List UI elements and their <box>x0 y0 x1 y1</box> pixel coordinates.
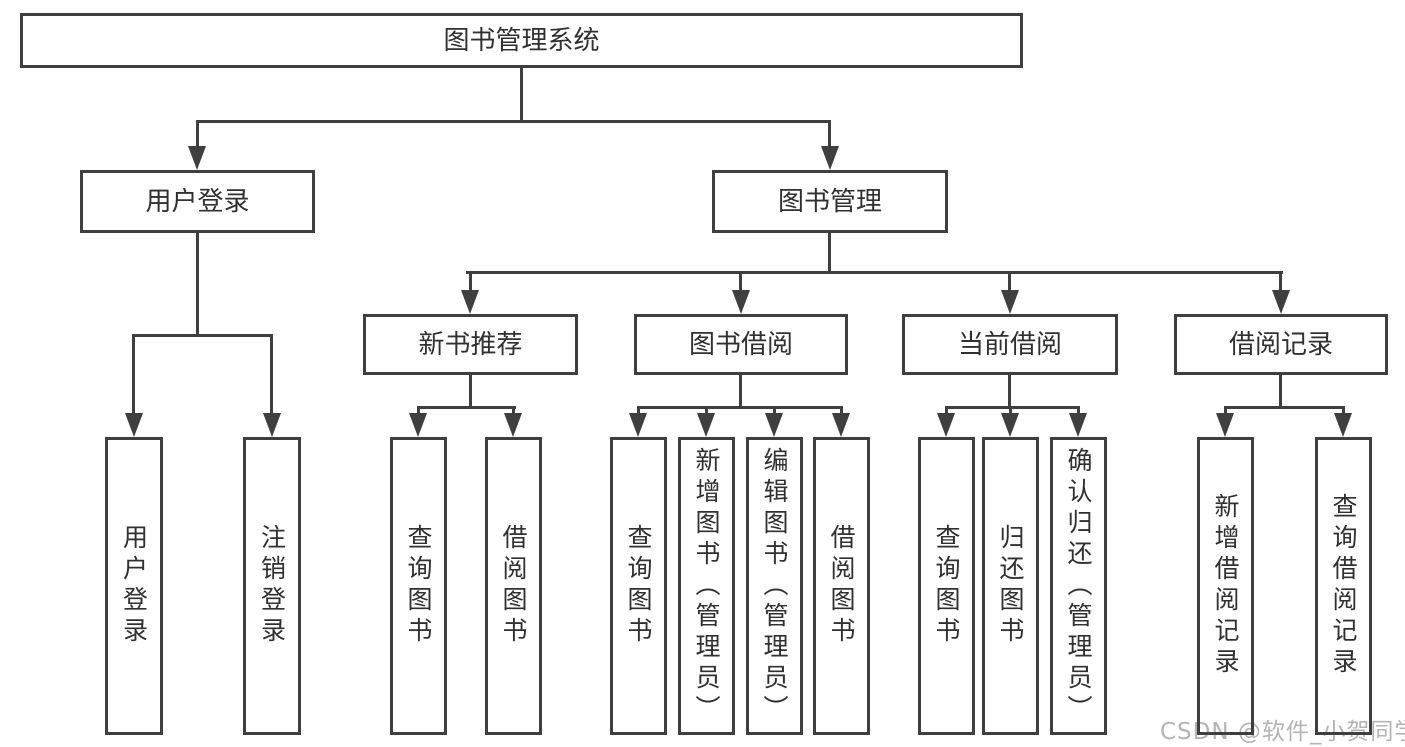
connector-recommendation-stem <box>469 373 472 409</box>
node-user-login: 用户登录 <box>80 170 315 233</box>
leaf-query-books-recommend: 查询图书 <box>390 437 447 735</box>
arrowhead-return-books <box>1001 413 1019 437</box>
arrowhead-add-record <box>1216 413 1234 437</box>
connector-borrowing-stem <box>739 373 742 409</box>
watermark-text: CSDN @软件_小贺同学 <box>1160 719 1405 745</box>
leaf-borrow-books-borrowing-label: 借阅图书 <box>827 524 856 648</box>
leaf-edit-book-admin-label: 编辑图书（管理员） <box>760 446 789 726</box>
leaf-query-books-current-label: 查询图书 <box>932 524 961 648</box>
leaf-return-books: 归还图书 <box>982 437 1039 735</box>
arrowhead-leaf-user-login <box>125 413 143 437</box>
connector-current-stem <box>1008 373 1011 409</box>
connector-to-return-books <box>1009 406 1012 416</box>
leaf-query-books-borrowing-label: 查询图书 <box>624 524 653 648</box>
node-borrowing-records-label: 借阅记录 <box>1228 329 1333 360</box>
connector-to-edit-book <box>773 406 776 416</box>
connector-to-query-books-2 <box>637 406 640 416</box>
leaf-user-login: 用户登录 <box>105 437 163 735</box>
leaf-add-book-admin: 新增图书（管理员） <box>678 437 735 735</box>
arrowhead-query-record <box>1334 413 1352 437</box>
node-root: 图书管理系统 <box>20 13 1023 68</box>
connector-to-query-books-3 <box>945 406 948 416</box>
node-current-borrowing-label: 当前借阅 <box>957 329 1062 360</box>
arrowhead-book-borrowing <box>732 290 750 314</box>
arrowhead-borrow-books-1 <box>504 413 522 437</box>
arrowhead-borrow-books-2 <box>832 413 850 437</box>
arrowhead-query-books-3 <box>937 413 955 437</box>
arrowhead-borrowing-records <box>1272 290 1290 314</box>
leaf-query-books-borrowing: 查询图书 <box>610 437 667 735</box>
connector-root-stem <box>520 66 523 123</box>
arrowhead-query-books-1 <box>409 413 427 437</box>
leaf-add-book-admin-label: 新增图书（管理员） <box>692 446 721 726</box>
leaf-add-borrow-record-label: 新增借阅记录 <box>1211 493 1240 679</box>
connector-to-add-record <box>1224 406 1227 416</box>
arrowhead-new-book-recommendation <box>461 290 479 314</box>
node-root-label: 图书管理系统 <box>443 25 600 56</box>
arrowhead-confirm-return <box>1069 413 1087 437</box>
leaf-query-books-current: 查询图书 <box>918 437 975 735</box>
arrowhead-current-borrowing <box>1001 290 1019 314</box>
arrowhead-user-login <box>188 146 206 170</box>
leaf-user-login-label: 用户登录 <box>119 524 149 648</box>
connector-records-branch <box>1224 406 1345 409</box>
connector-to-current-borrowing <box>1008 271 1011 293</box>
connector-to-user-login <box>196 120 199 150</box>
arrowhead-book-management <box>821 146 839 170</box>
connector-to-book-borrowing <box>739 271 742 293</box>
leaf-logout-label: 注销登录 <box>257 524 287 648</box>
leaf-query-borrow-record: 查询借阅记录 <box>1315 437 1372 735</box>
leaf-add-borrow-record: 新增借阅记录 <box>1197 437 1254 735</box>
arrowhead-add-book <box>697 413 715 437</box>
leaf-return-books-label: 归还图书 <box>996 524 1025 648</box>
connector-borrowing-branch <box>637 406 843 409</box>
arrowhead-query-books-2 <box>629 413 647 437</box>
connector-recommendation-branch <box>417 406 516 409</box>
connector-to-book-management <box>828 120 831 150</box>
connector-user-login-branch <box>132 334 273 337</box>
leaf-logout: 注销登录 <box>243 437 301 735</box>
leaf-borrow-books-borrowing: 借阅图书 <box>813 437 870 735</box>
leaf-edit-book-admin: 编辑图书（管理员） <box>746 437 803 735</box>
connector-book-management-stem <box>828 231 831 273</box>
connector-to-query-books-1 <box>417 406 420 416</box>
node-book-borrowing-label: 图书借阅 <box>688 329 793 360</box>
node-user-login-label: 用户登录 <box>145 186 250 217</box>
connector-to-borrow-books-2 <box>840 406 843 416</box>
node-new-book-recommendation-label: 新书推荐 <box>418 329 523 360</box>
connector-to-leaf-logout <box>270 334 273 416</box>
connector-to-borrowing-records <box>1279 271 1282 293</box>
connector-to-leaf-user-login <box>132 334 135 416</box>
leaf-borrow-books-recommend: 借阅图书 <box>485 437 542 735</box>
connector-to-new-book-recommendation <box>469 271 472 293</box>
connector-to-query-record <box>1342 406 1345 416</box>
arrowhead-leaf-logout <box>263 413 281 437</box>
leaf-query-borrow-record-label: 查询借阅记录 <box>1329 493 1358 679</box>
leaf-query-books-recommend-label: 查询图书 <box>404 524 433 648</box>
node-book-management: 图书管理 <box>712 170 948 233</box>
connector-records-stem <box>1279 373 1282 409</box>
connector-level3-branch <box>466 271 1283 274</box>
connector-current-branch <box>945 406 1080 409</box>
node-new-book-recommendation: 新书推荐 <box>363 314 578 375</box>
arrowhead-edit-book <box>765 413 783 437</box>
node-book-management-label: 图书管理 <box>777 186 882 217</box>
leaf-confirm-return-admin-label: 确认归还（管理员） <box>1064 446 1093 726</box>
connector-to-borrow-books-1 <box>512 406 515 416</box>
node-book-borrowing: 图书借阅 <box>634 314 848 375</box>
node-borrowing-records: 借阅记录 <box>1174 314 1388 375</box>
connector-level2-branch <box>196 120 831 123</box>
connector-user-login-stem <box>196 231 199 336</box>
connector-to-add-book <box>705 406 708 416</box>
leaf-confirm-return-admin: 确认归还（管理员） <box>1050 437 1107 735</box>
leaf-borrow-books-recommend-label: 借阅图书 <box>499 524 528 648</box>
node-current-borrowing: 当前借阅 <box>902 314 1118 375</box>
connector-to-confirm-return <box>1077 406 1080 416</box>
